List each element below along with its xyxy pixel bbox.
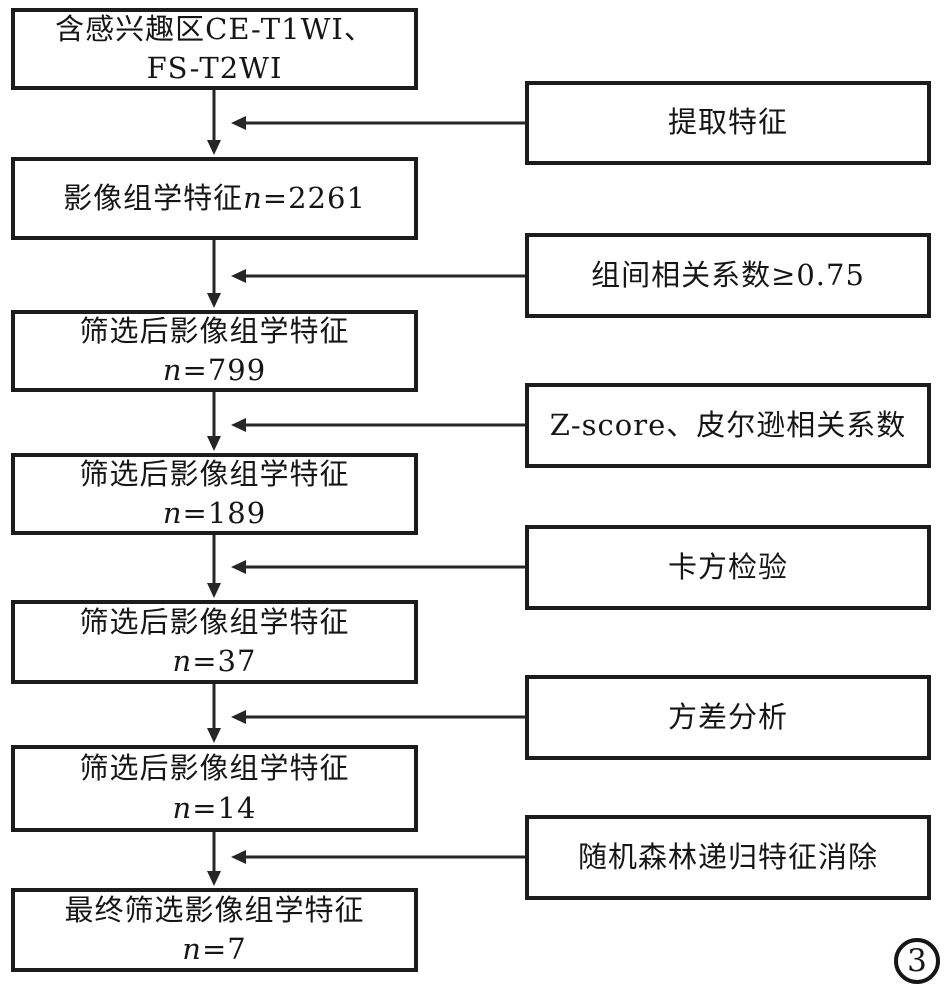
flow-box-input-images: 含感兴趣区CE-T1WI、 FS-T2WI bbox=[11, 8, 418, 90]
down-arrow-4 bbox=[207, 535, 221, 598]
flow-box-features-2261: 影像组学特征n=2261 bbox=[11, 157, 418, 240]
left-arrow-1 bbox=[231, 116, 525, 130]
down-arrow-3 bbox=[207, 392, 221, 451]
left-arrow-4 bbox=[231, 560, 525, 574]
figure-number-badge: 3 bbox=[894, 938, 940, 984]
step-box-extract-features: 提取特征 bbox=[525, 81, 931, 165]
left-arrow-6 bbox=[231, 850, 525, 864]
step-box-rf-rfe: 随机森林递归特征消除 bbox=[525, 815, 931, 900]
left-arrow-5 bbox=[231, 710, 525, 724]
step-label: 组间相关系数≥0.75 bbox=[591, 257, 865, 292]
flow-box-features-final-7: 最终筛选影像组学特征 n=7 bbox=[11, 888, 418, 972]
down-arrow-6 bbox=[207, 832, 221, 886]
flow-box-title: 筛选后影像组学特征 bbox=[79, 604, 350, 639]
flow-box-title: 最终筛选影像组学特征 bbox=[64, 892, 365, 927]
step-box-icc-threshold: 组间相关系数≥0.75 bbox=[525, 233, 931, 318]
step-label: 提取特征 bbox=[667, 105, 788, 140]
flow-box-count: n=799 bbox=[162, 353, 267, 387]
flow-box-features-799: 筛选后影像组学特征 n=799 bbox=[11, 310, 418, 392]
down-arrow-5 bbox=[207, 684, 221, 743]
flow-box-title: 筛选后影像组学特征 bbox=[79, 751, 350, 786]
flow-box-features-37: 筛选后影像组学特征 n=37 bbox=[11, 600, 418, 684]
step-box-anova: 方差分析 bbox=[525, 675, 931, 760]
flow-box-features-189: 筛选后影像组学特征 n=189 bbox=[11, 453, 418, 535]
figure-number: 3 bbox=[907, 942, 927, 979]
step-label: 方差分析 bbox=[667, 699, 788, 734]
step-label: 随机森林递归特征消除 bbox=[577, 839, 878, 874]
left-arrow-2 bbox=[231, 269, 525, 283]
flow-box-title: 影像组学特征n=2261 bbox=[63, 180, 366, 215]
flow-box-features-14: 筛选后影像组学特征 n=14 bbox=[11, 745, 418, 832]
down-arrow-2 bbox=[207, 240, 221, 308]
flow-box-count: n=37 bbox=[172, 644, 257, 678]
step-box-chi-square: 卡方检验 bbox=[525, 525, 931, 610]
down-arrow-1 bbox=[207, 90, 221, 155]
flow-box-count: n=189 bbox=[162, 496, 267, 530]
flow-box-count: n=7 bbox=[182, 932, 247, 966]
flow-box-title: 含感兴趣区CE-T1WI、 bbox=[55, 11, 374, 46]
flow-box-count: n=14 bbox=[172, 790, 257, 825]
left-arrow-3 bbox=[231, 418, 525, 432]
flow-box-title: 筛选后影像组学特征 bbox=[79, 456, 350, 491]
step-label: 卡方检验 bbox=[667, 549, 788, 584]
flow-box-subtitle: FS-T2WI bbox=[146, 51, 283, 85]
step-label: Z-score、皮尔逊相关系数 bbox=[549, 407, 907, 442]
flow-box-title: 筛选后影像组学特征 bbox=[79, 313, 350, 348]
step-box-zscore-pearson: Z-score、皮尔逊相关系数 bbox=[525, 383, 931, 468]
